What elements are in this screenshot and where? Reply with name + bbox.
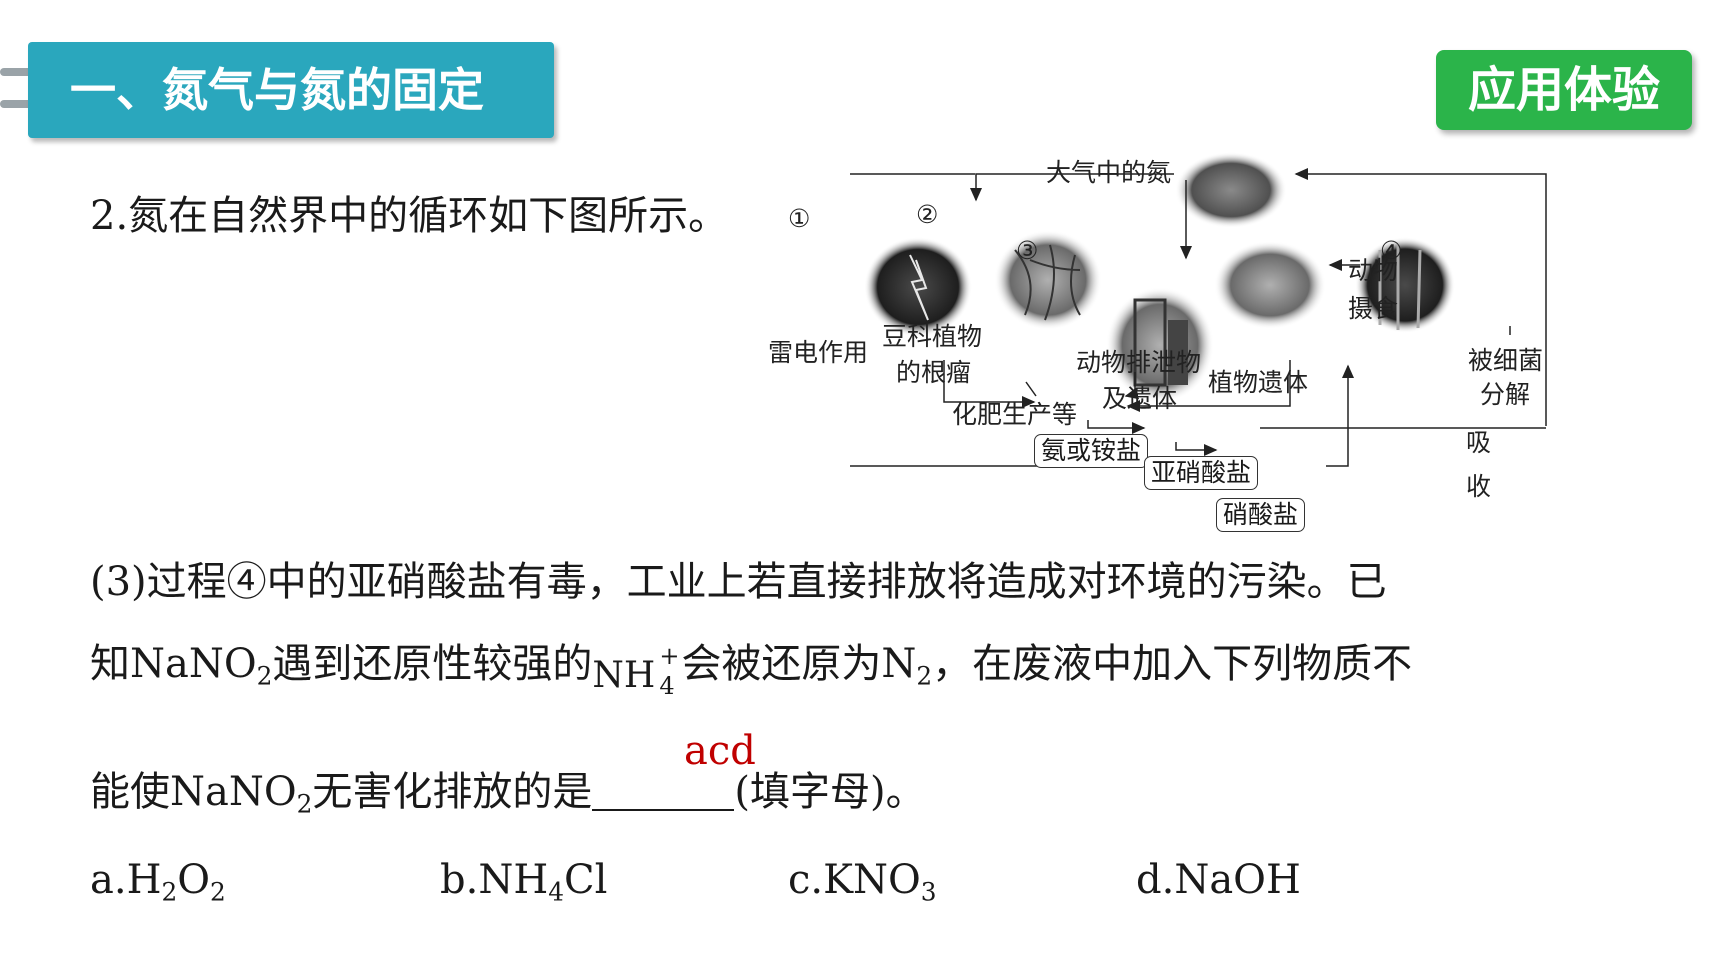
ammonia-box: 氨或铵盐 xyxy=(1034,434,1149,468)
legume-label-2: 的根瘤 xyxy=(896,358,972,387)
bacteria-label-1: 被细菌 xyxy=(1468,346,1544,375)
question-line-1: (3)过程④中的亚硝酸盐有毒，工业上若直接排放将造成对环境的污染。已 xyxy=(90,559,1387,605)
plant-remains-label: 植物遗体 xyxy=(1208,368,1309,397)
absorb-label-2: 收 xyxy=(1466,472,1492,501)
absorb-label-1: 吸 xyxy=(1466,428,1492,457)
atmosphere-photo xyxy=(1175,152,1287,228)
lightning-label: 雷电作用 xyxy=(768,338,869,367)
application-badge: 应用体验 xyxy=(1436,50,1692,130)
fertilizer-label: 化肥生产等 xyxy=(952,400,1078,429)
answer-blank xyxy=(592,775,735,811)
option-b: b.NH4Cl xyxy=(440,857,608,907)
animal-waste-label-2: 及遗体 xyxy=(1102,384,1178,413)
atmosphere-label: 大气中的氮 xyxy=(1046,158,1172,187)
question-line-3: 能使NaNO2无害化排放的是(填字母)。 xyxy=(90,769,926,819)
marker-2: ② xyxy=(916,200,939,229)
bacteria-label-2: 分解 xyxy=(1480,380,1531,409)
intro-text: 2.氮在自然界中的循环如下图所示。 xyxy=(90,193,729,239)
root-nodule-photo xyxy=(994,230,1102,330)
section-title-tag: 一、氮气与氮的固定 xyxy=(28,42,554,138)
section-title: 一、氮气与氮的固定 xyxy=(70,63,484,117)
answer-text: acd xyxy=(684,728,756,774)
nitrate-box: 硝酸盐 xyxy=(1216,498,1306,532)
animals-photo xyxy=(1214,241,1326,329)
nitrite-box: 亚硝酸盐 xyxy=(1144,456,1259,490)
animal-waste-label-1: 动物排泄物 xyxy=(1076,348,1202,377)
option-a: a.H2O2 xyxy=(90,857,226,907)
marker-4: ④ xyxy=(1380,236,1403,265)
eat-label-1: 动物 xyxy=(1348,256,1399,285)
marker-3: ① xyxy=(788,204,811,233)
nitrogen-cycle-diagram: 大气中的氮 ① ② ③ ④ 雷电作用 豆科植物 的根瘤 化肥生产等 动物排泄物 … xyxy=(768,150,1570,540)
eat-label-2: 摄食 xyxy=(1348,294,1399,323)
cycle-arrows xyxy=(850,152,1547,472)
marker-1: ③ xyxy=(1016,236,1039,265)
legume-label-1: 豆科植物 xyxy=(882,322,983,351)
badge-label: 应用体验 xyxy=(1467,62,1660,118)
lightning-photo xyxy=(864,237,972,337)
option-c: c.KNO3 xyxy=(788,857,937,907)
ammonium-formula: NH+4 xyxy=(592,642,680,700)
option-d: d.NaOH xyxy=(1136,857,1301,903)
